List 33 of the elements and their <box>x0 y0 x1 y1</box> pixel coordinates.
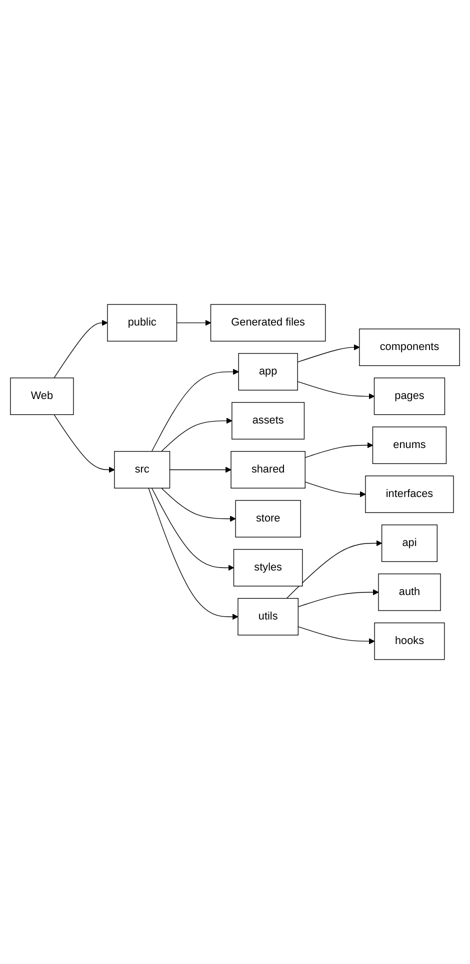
node-box: Generated files <box>210 304 326 342</box>
arrow <box>304 442 373 458</box>
arrow <box>161 488 236 522</box>
node-box: shared <box>230 451 306 488</box>
node-box: interfaces <box>365 476 454 513</box>
node-box: src <box>114 451 170 488</box>
arrow <box>151 488 234 571</box>
node-box: auth <box>378 574 441 611</box>
arrow <box>148 488 238 620</box>
arrow <box>54 414 115 473</box>
arrow <box>297 344 360 362</box>
node-box: Web <box>10 378 74 415</box>
arrow <box>176 320 212 326</box>
arrow <box>304 482 366 498</box>
node-box: api <box>381 524 438 562</box>
arrow <box>286 540 382 599</box>
node-box: store <box>235 500 301 538</box>
node-box: enums <box>372 426 447 464</box>
arrow <box>297 381 375 400</box>
arrow <box>161 418 232 452</box>
node-box: assets <box>232 402 305 440</box>
node-box: styles <box>233 549 303 586</box>
arrow <box>54 320 108 378</box>
arrow <box>298 626 375 644</box>
node-box: pages <box>374 378 446 415</box>
node-box: public <box>107 304 178 342</box>
node-box: utils <box>238 598 298 636</box>
node-box: app <box>238 353 298 390</box>
arrow <box>151 368 239 452</box>
node-box: components <box>359 328 460 366</box>
node-box: hooks <box>374 622 445 660</box>
arrow <box>169 466 232 473</box>
arrow <box>298 589 379 608</box>
